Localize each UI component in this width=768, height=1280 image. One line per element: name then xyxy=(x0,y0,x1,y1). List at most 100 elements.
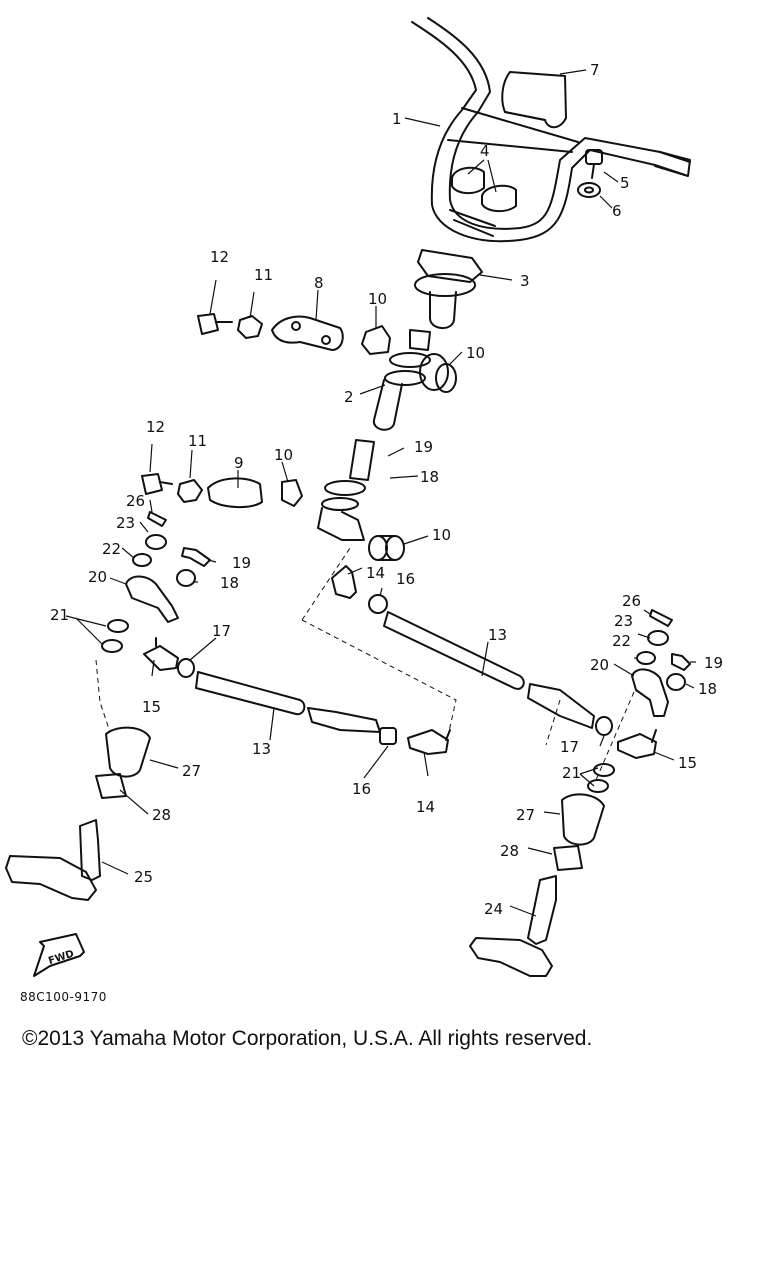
bolt-5 xyxy=(585,149,603,179)
handlebar-holder-pair xyxy=(451,166,517,212)
callout-9: 9 xyxy=(234,454,244,472)
nut-17-right xyxy=(595,716,613,736)
bolt-19-right xyxy=(671,653,691,671)
callout-27b: 27 xyxy=(516,806,535,824)
callout-10d: 10 xyxy=(432,526,451,544)
callout-20a: 20 xyxy=(88,568,107,586)
bushings-21-left xyxy=(101,619,129,653)
nut-16-left xyxy=(379,727,397,745)
bushing-10b xyxy=(419,353,457,393)
nut-18-right xyxy=(666,673,686,691)
collar-28-right xyxy=(553,845,583,871)
callout-13b: 13 xyxy=(488,626,507,644)
callout-13a: 13 xyxy=(252,740,271,758)
callout-16b: 16 xyxy=(352,780,371,798)
cotter-pin-26-left xyxy=(147,511,167,527)
callout-22b: 22 xyxy=(612,632,631,650)
bushing-10a xyxy=(361,325,391,355)
knuckle-arm-20-right xyxy=(631,668,669,717)
nut-11-upper xyxy=(237,315,263,339)
handlebar xyxy=(411,17,691,243)
callout-2: 2 xyxy=(344,388,354,406)
callout-11b: 11 xyxy=(188,432,207,450)
steering-shaft-2 xyxy=(372,329,431,431)
callout-14b: 14 xyxy=(416,798,435,816)
tie-rod-13-right xyxy=(383,611,595,729)
ball-joint-15-right xyxy=(617,729,657,759)
callout-23a: 23 xyxy=(116,514,135,532)
ball-joint-14-left xyxy=(407,729,451,755)
boot-27-left xyxy=(105,726,151,778)
callout-5: 5 xyxy=(620,174,630,192)
callout-26b: 26 xyxy=(622,592,641,610)
bushings-21-right xyxy=(587,763,615,793)
nut-23-left xyxy=(145,534,167,550)
callout-18b: 18 xyxy=(220,574,239,592)
callout-28a: 28 xyxy=(152,806,171,824)
assembly-guide-lines xyxy=(95,544,635,781)
bolt-12-upper xyxy=(197,313,233,335)
callout-17b: 17 xyxy=(560,738,579,756)
callout-24: 24 xyxy=(484,900,503,918)
callout-leaders xyxy=(65,69,696,917)
callout-15b: 15 xyxy=(678,754,697,772)
spindle-25-left xyxy=(5,819,101,901)
callout-7: 7 xyxy=(590,61,600,79)
forward-arrow-label: FWD xyxy=(47,949,75,968)
callout-25: 25 xyxy=(134,868,153,886)
callout-16a: 16 xyxy=(396,570,415,588)
copyright-notice: ©2013 Yamaha Motor Corporation, U.S.A. A… xyxy=(22,1027,593,1050)
nut-18-left xyxy=(176,569,196,587)
nut-23-right xyxy=(647,630,669,646)
callout-3: 3 xyxy=(520,272,530,290)
callout-19c: 19 xyxy=(704,654,723,672)
handlebar-pad xyxy=(501,71,567,129)
ball-joint-14-right xyxy=(331,565,357,599)
tie-rod-13-left xyxy=(195,671,381,733)
callout-19a: 19 xyxy=(414,438,433,456)
callout-15a: 15 xyxy=(142,698,161,716)
nut-16-right xyxy=(368,594,388,614)
callout-23b: 23 xyxy=(614,612,633,630)
washer-22-left xyxy=(132,553,152,567)
callout-28b: 28 xyxy=(500,842,519,860)
clamp-9 xyxy=(207,477,263,508)
washer-6 xyxy=(577,182,601,198)
washer-22-right xyxy=(636,651,656,665)
bushing-10d xyxy=(368,535,405,561)
clamp-8 xyxy=(271,315,344,351)
knuckle-arm-20-left xyxy=(125,575,179,623)
forward-arrow-icon xyxy=(33,933,85,977)
bolt-19-left xyxy=(181,547,211,567)
callout-18c: 18 xyxy=(698,680,717,698)
callout-14a: 14 xyxy=(366,564,385,582)
callout-12b: 12 xyxy=(146,418,165,436)
callout-4: 4 xyxy=(480,142,490,160)
callout-10b: 10 xyxy=(466,344,485,362)
bushing-10c xyxy=(281,479,303,507)
steering-shaft-lower xyxy=(317,439,375,541)
callout-labels: 1 2 3 4 5 6 7 8 9 10 10 10 10 11 11 12 1… xyxy=(47,61,723,967)
callout-12a: 12 xyxy=(210,248,229,266)
callout-11a: 11 xyxy=(254,266,273,284)
ball-joint-15-left xyxy=(143,637,179,671)
nut-17-left xyxy=(177,658,195,678)
collar-28-left xyxy=(95,773,127,799)
bolt-12-lower xyxy=(141,473,173,495)
callout-10a: 10 xyxy=(368,290,387,308)
cotter-pin-26-right xyxy=(649,609,673,627)
drawing-code: 88C100-9170 xyxy=(20,990,107,1004)
column-head-3 xyxy=(414,249,483,329)
boot-27-right xyxy=(561,793,605,846)
callout-8: 8 xyxy=(314,274,324,292)
callout-26a: 26 xyxy=(126,492,145,510)
steering-parts-diagram: 1 2 3 4 5 6 7 8 9 10 10 10 10 11 11 12 1… xyxy=(5,17,723,977)
callout-6: 6 xyxy=(612,202,622,220)
callout-1: 1 xyxy=(392,110,402,128)
spindle-24-right xyxy=(469,875,557,977)
callout-20b: 20 xyxy=(590,656,609,674)
callout-21a: 21 xyxy=(50,606,69,624)
callout-22a: 22 xyxy=(102,540,121,558)
callout-10c: 10 xyxy=(274,446,293,464)
callout-27a: 27 xyxy=(182,762,201,780)
